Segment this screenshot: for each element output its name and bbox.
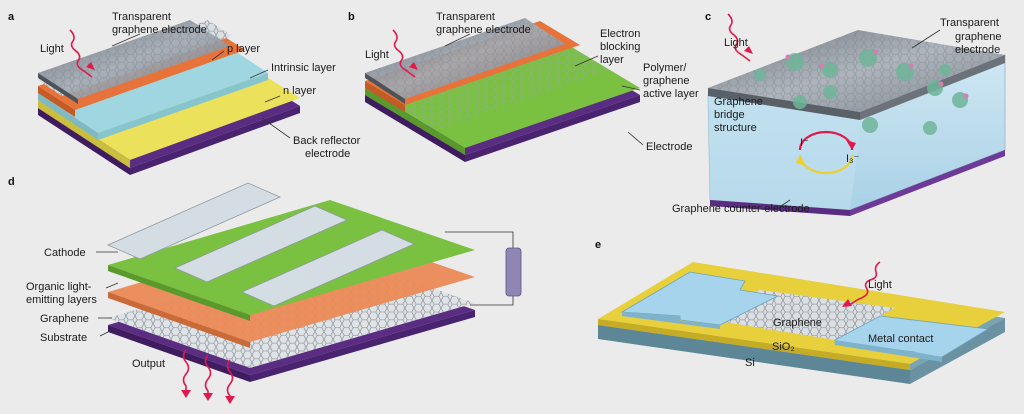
top-electrode-label-b-2: graphene electrode: [436, 24, 531, 36]
light-label-a: Light: [40, 43, 64, 55]
light-arrow-e: [848, 261, 881, 306]
light-arrow-c: [727, 13, 751, 62]
cathode-label: Cathode: [44, 247, 86, 259]
p-layer-label: p layer: [227, 43, 260, 55]
panel-letter-c: c: [705, 11, 711, 23]
triiodide-label: I₃⁻: [846, 153, 860, 165]
light-arrow-b: [392, 29, 416, 78]
light-label-e: Light: [868, 279, 892, 291]
electron-blocking-label-1: Electron: [600, 28, 640, 40]
bridge-label-2: bridge: [714, 109, 745, 121]
active-layer-label-1: Polymer/: [643, 62, 687, 74]
panel-letter-a: a: [8, 11, 15, 23]
output-arrow-3: [226, 359, 234, 398]
top-electrode-label-a-2: graphene electrode: [112, 24, 207, 36]
panel-d: d Cathode Organic light- emitting layers…: [8, 176, 522, 404]
output-arrow-1: [182, 349, 190, 392]
bridge-label-3: structure: [714, 122, 757, 134]
organic-label-1: Organic light-: [26, 281, 92, 293]
panel-a: a Light Transparent graphene electrode p…: [8, 11, 361, 175]
metal-contact-label: Metal contact: [868, 333, 933, 345]
cathode-strip-1: [107, 182, 281, 260]
panel-letter-b: b: [348, 11, 355, 23]
panel-c: c Light Transparent graphene electrode G…: [672, 11, 1006, 216]
top-electrode-label-b-1: Transparent: [436, 11, 495, 23]
resistor: [505, 247, 522, 297]
si-label: Si: [745, 357, 755, 369]
panel-letter-d: d: [8, 176, 15, 188]
panel-letter-e: e: [595, 239, 601, 251]
electrode-label-b: Electrode: [646, 141, 692, 153]
active-layer-label-2: graphene: [643, 75, 690, 87]
intrinsic-layer-label: Intrinsic layer: [271, 62, 336, 74]
graphene-label-e: Graphene: [773, 317, 822, 329]
panel-b: b Light Transparent graphene electrode E…: [348, 11, 699, 162]
light-label-c: Light: [724, 37, 748, 49]
counter-electrode-label: Graphene counter-electrode: [672, 203, 810, 215]
back-reflector-label-1: Back reflector: [293, 135, 361, 147]
top-electrode-label-a-1: Transparent: [112, 11, 171, 23]
n-layer-label: n layer: [283, 85, 316, 97]
substrate-label: Substrate: [40, 332, 87, 344]
cathode-strip-3: [241, 229, 415, 307]
circuit-wire: [445, 231, 514, 248]
top-electrode-label-c-1: Transparent: [940, 17, 999, 29]
light-arrow-a: [69, 29, 93, 78]
graphene-label-d: Graphene: [40, 313, 89, 325]
cathode-strip-2: [174, 205, 348, 283]
bridge-label-1: Graphene: [714, 96, 763, 108]
iodide-label: I⁻: [800, 137, 809, 149]
counter-electrode: [710, 200, 850, 216]
back-reflector-label-2: electrode: [305, 148, 350, 160]
output-arrow-2: [204, 354, 212, 395]
electron-blocking-label-3: layer: [600, 54, 624, 66]
organic-label-2: emitting layers: [26, 294, 97, 306]
top-electrode-label-c-3: electrode: [955, 44, 1000, 56]
output-label: Output: [132, 358, 165, 370]
sio2-label: SiO₂: [772, 341, 795, 353]
panel-e: e Light Graphene SiO₂ Si Metal contact: [595, 239, 1005, 384]
top-electrode-label-c-2: graphene: [955, 31, 1002, 43]
organic-layer-green: [108, 200, 475, 315]
light-label-b: Light: [365, 49, 389, 61]
electron-blocking-label-2: blocking: [600, 41, 640, 53]
active-layer-label-3: active layer: [643, 88, 699, 100]
